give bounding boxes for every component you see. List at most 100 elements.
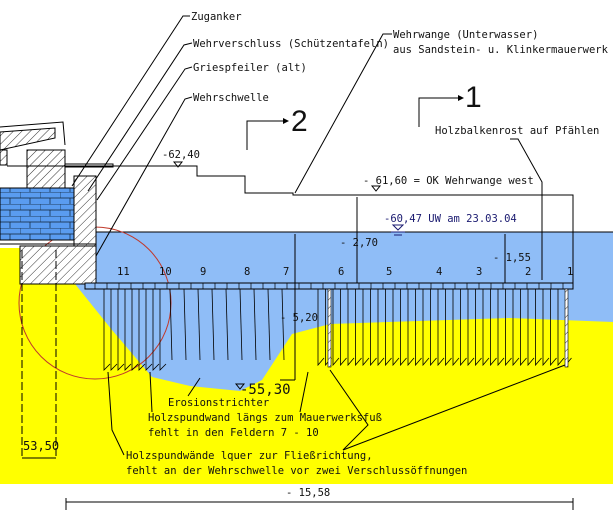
timber-pile [225, 288, 229, 361]
leader-line [342, 364, 566, 451]
label-spundwand-laengs-1: Holzspundwand längs zum Mauerwerksfuß [148, 412, 382, 424]
leader-line [87, 42, 193, 192]
section-label-1: 1 [465, 81, 482, 114]
timber-pile [239, 288, 243, 361]
crest-profile-line [7, 165, 574, 285]
arrow-icon [283, 118, 289, 124]
timber-pile [467, 289, 475, 367]
leader-line [329, 369, 369, 451]
pier-block [26, 149, 66, 189]
label-griespfeiler: Griespfeiler (alt) [193, 62, 307, 74]
timber-pile [183, 288, 187, 361]
timber-pile [400, 289, 407, 367]
timber-pile [482, 289, 490, 367]
timber-pile [370, 289, 377, 367]
label-zuganker: Zuganker [191, 11, 242, 23]
dimension-270: - 2,70 [340, 237, 378, 249]
leader-line [149, 371, 153, 413]
sheet-pile-wall [327, 288, 332, 368]
timber-pile [550, 289, 557, 367]
timber-pile [117, 289, 125, 371]
timber-piles [103, 288, 572, 371]
timber-pile [253, 288, 257, 361]
field-number-6: 6 [338, 266, 344, 278]
timber-pile [415, 289, 422, 367]
dimension-total: - 15,58 [286, 487, 330, 499]
level-marker-icon [172, 161, 184, 168]
timber-pile [152, 289, 160, 371]
leader-line [187, 377, 201, 397]
timber-pile [392, 289, 400, 367]
field-number-5: 5 [386, 266, 392, 278]
leader-line [95, 96, 193, 257]
leader-line [96, 66, 193, 201]
timber-pile [520, 289, 527, 367]
cap-outline [0, 121, 66, 146]
timber-pile [159, 289, 167, 371]
label-spundwand-laengs-2: fehlt in den Feldern 7 - 10 [148, 427, 319, 439]
sheet-pile-wall [564, 288, 569, 368]
timber-pile [267, 288, 271, 361]
field-number-3: 3 [476, 266, 482, 278]
field-number-9: 9 [200, 266, 206, 278]
timber-pile [377, 289, 385, 367]
level-crater: -55,30 [240, 382, 291, 398]
field-number-2: 2 [525, 266, 531, 278]
timber-pile [475, 289, 482, 367]
label-wehrverschluss: Wehrverschluss (Schützentafeln) [193, 38, 389, 50]
timber-pile [340, 289, 347, 367]
timber-pile [430, 289, 437, 367]
timber-pile [281, 288, 285, 361]
field-number-10: 10 [159, 266, 172, 278]
timber-pile [124, 289, 132, 371]
timber-pile [103, 289, 111, 371]
label-wehrschwelle: Wehrschwelle [193, 92, 269, 104]
timber-pile [557, 289, 565, 367]
timber-pile [110, 289, 118, 371]
level-pile-base: 53,50 [23, 439, 59, 453]
timber-pile [131, 289, 139, 371]
dimension-520: - 5,20 [280, 312, 318, 324]
timber-pile [490, 289, 497, 367]
timber-pile [145, 289, 153, 371]
timber-pile [505, 289, 512, 367]
timber-pile [169, 288, 173, 361]
timber-pile [437, 289, 445, 367]
cap-stone [0, 127, 56, 151]
leader-line [107, 371, 125, 456]
leader-line [510, 138, 543, 280]
leader-line [71, 15, 190, 187]
label-erosion: Erosionstrichter [168, 397, 269, 409]
dimension-155: - 1,55 [493, 252, 531, 264]
timber-pile [527, 289, 535, 367]
timber-pile [445, 289, 452, 367]
cap-stone-lower [0, 149, 8, 166]
beam-ticks [94, 283, 564, 289]
timber-pile [385, 289, 392, 367]
timber-pile [497, 289, 505, 367]
field-number-8: 8 [244, 266, 250, 278]
masonry-block [0, 187, 83, 241]
level-top: -62,40 [162, 149, 200, 161]
label-spundwand-quer-2: fehlt an der Wehrschwelle vor zwei Versc… [126, 465, 467, 477]
timber-pile [138, 289, 146, 371]
field-number-7: 7 [283, 266, 289, 278]
level-marker-icon [234, 383, 246, 390]
timber-pile [355, 289, 362, 367]
leader-line [294, 33, 392, 194]
level-wehrwange: - 61,60 = OK Wehrwange west [363, 175, 534, 187]
section-marker-2 [246, 120, 283, 150]
section-marker-1 [418, 97, 458, 127]
label-wehrwange-1: Wehrwange (Unterwasser) [393, 29, 538, 41]
timber-pile [317, 289, 325, 367]
timber-pile [542, 289, 550, 367]
field-number-11: 11 [117, 266, 130, 278]
arrow-icon [458, 95, 464, 101]
label-holzbalkenrost: Holzbalkenrost auf Pfählen [435, 125, 599, 137]
timber-pile [452, 289, 460, 367]
timber-pile [197, 288, 201, 361]
water-level-icon [391, 224, 405, 236]
field-number-1: 1 [567, 266, 573, 278]
